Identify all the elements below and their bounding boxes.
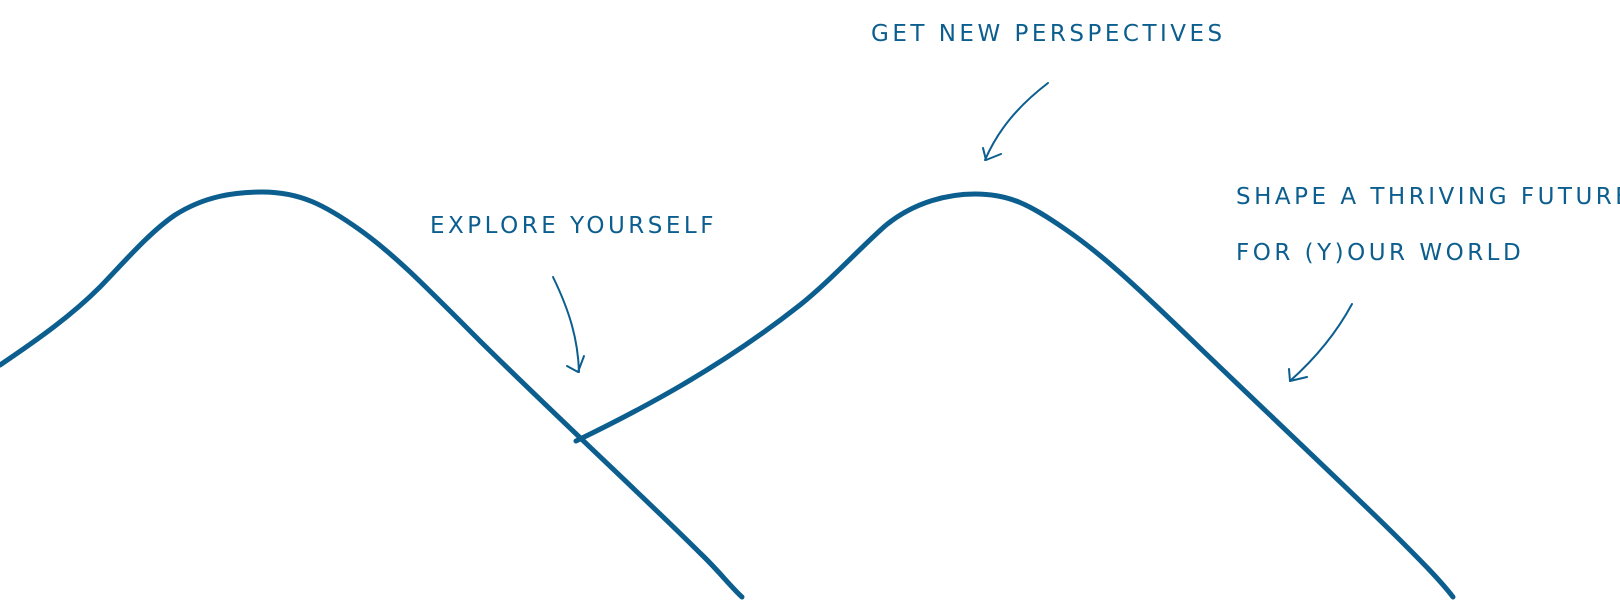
second-mountain-curve (573, 191, 1456, 600)
thriving-future-label-line2: FOR (Y)OUR WORLD (1236, 240, 1524, 266)
thriving-future-label-line1: SHAPE A THRIVING FUTURE (1236, 184, 1620, 210)
perspectives-arrow-shaft (984, 82, 1049, 161)
perspectives-arrow-head (982, 147, 1002, 161)
new-perspectives-label: GET NEW PERSPECTIVES (871, 21, 1226, 47)
explore-arrow-head (566, 355, 585, 373)
explore-arrow-shaft (552, 276, 580, 373)
explore-yourself-label: EXPLORE YOURSELF (430, 213, 717, 239)
first-mountain-curve (0, 189, 745, 600)
perspectives-arrow-icon (982, 82, 1049, 161)
future-arrow-icon (1288, 303, 1353, 382)
explore-arrow-icon (552, 276, 585, 373)
future-arrow-head (1288, 368, 1308, 382)
future-arrow-shaft (1289, 303, 1353, 382)
